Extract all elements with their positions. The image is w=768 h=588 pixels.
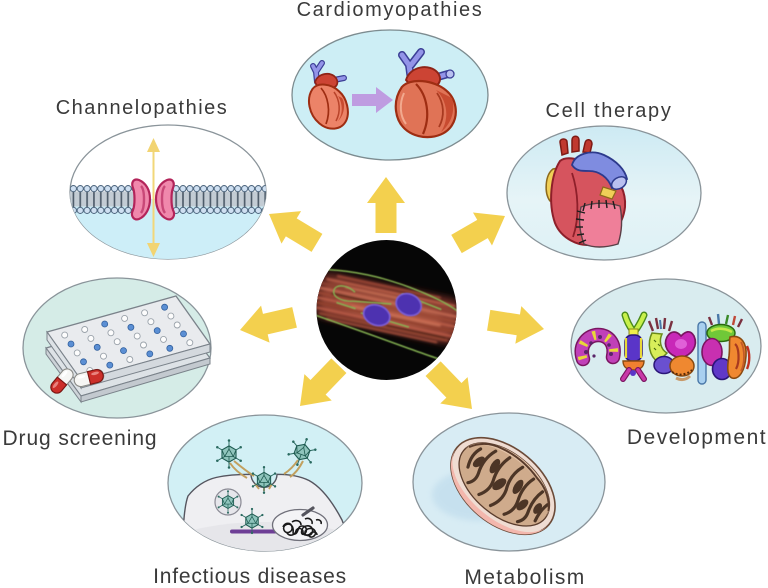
svg-text:Metabolism: Metabolism — [464, 566, 585, 588]
svg-text:Cell therapy: Cell therapy — [545, 100, 672, 122]
svg-text:Development: Development — [627, 426, 767, 449]
svg-text:Infectious diseases: Infectious diseases — [153, 565, 347, 588]
svg-text:Cardiomyopathies: Cardiomyopathies — [297, 0, 484, 21]
svg-text:Drug screening: Drug screening — [2, 427, 157, 450]
svg-text:Channelopathies: Channelopathies — [56, 97, 229, 119]
